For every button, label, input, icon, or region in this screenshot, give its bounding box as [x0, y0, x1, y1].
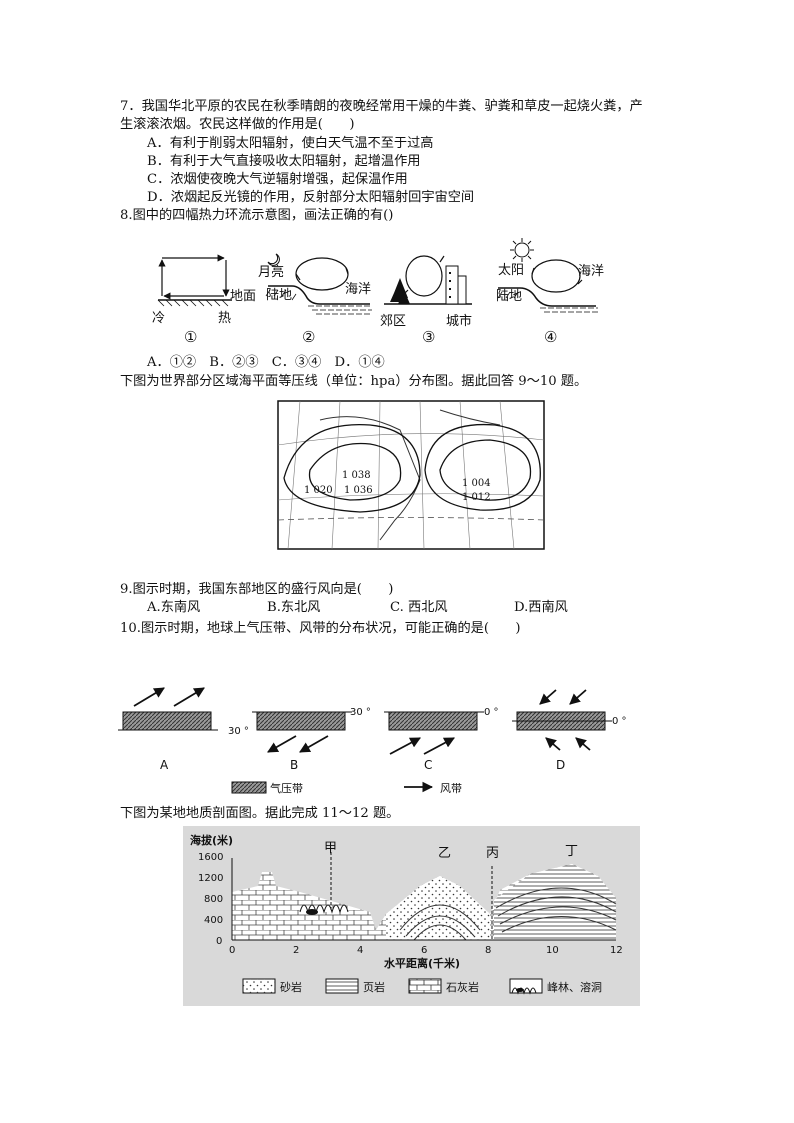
fig2-moon-label: 月亮: [258, 264, 284, 280]
fig2-number: ②: [302, 328, 315, 346]
geo-cross-section: 海拔(米) 1600 1200 800 400 0 0 2 4 6 8 10 1…: [183, 826, 640, 1006]
fig3-city-label: 城市: [446, 313, 472, 329]
fig4-sea-label-top: 海洋: [578, 264, 604, 279]
isobar-label-1004: 1 004: [462, 478, 491, 489]
isobar-label-1020: 1 020: [304, 485, 333, 496]
panel-d-lat: 0 °: [612, 716, 627, 727]
circulation-fig-2: 月亮 陆地 海洋 ②: [258, 253, 372, 346]
geo-ylabel: 海拔(米): [190, 833, 233, 847]
legend-sandstone: 砂岩: [280, 980, 302, 994]
legend-limestone: 石灰岩: [446, 980, 479, 994]
isobar-map: 1 038 1 020 1 036 1 004 1 012: [277, 400, 545, 550]
geo-xtick-12: 12: [610, 945, 623, 956]
q9-option-c: C. 西北风: [390, 600, 448, 615]
geo-xlabel: 水平距离(千米): [384, 956, 460, 970]
q7-option-a: A．有利于削弱太阳辐射，使白天气温不至于过高: [147, 136, 434, 151]
point-bing: 丙: [486, 846, 499, 861]
q10-legend: 气压带 风带: [231, 781, 462, 795]
fig2-land-label: 陆地: [266, 287, 292, 303]
geo-ytick-1600: 1600: [198, 852, 223, 863]
q10-panel-b: 30 ° B: [252, 707, 371, 772]
q10-panel-d: 0 ° D: [512, 689, 627, 772]
panel-a-letter: A: [160, 758, 169, 772]
q10-panel-a: 30 ° A: [118, 687, 249, 772]
panel-d-letter: D: [556, 758, 565, 772]
geo-xtick-0: 0: [229, 945, 235, 956]
fig3-suburb-label: 郊区: [380, 313, 406, 329]
sun-icon: [510, 238, 534, 262]
fig1-hot-label: 热: [218, 311, 231, 326]
fig2-sea-label: 海洋: [345, 282, 371, 297]
q7-stem-line2: 生滚滚浓烟。农民这样做的作用是( ): [120, 117, 355, 132]
q10-stem: 10.图示时期，地球上气压带、风带的分布状况，可能正确的是( ): [120, 621, 521, 636]
q8-options: A．①② B．②③ C．③④ D．①④: [147, 355, 385, 370]
legend-shale: 页岩: [363, 980, 385, 994]
geo-ytick-0: 0: [216, 936, 222, 947]
circulation-fig-1: 地面 冷 热 ①: [152, 254, 256, 346]
geo-xtick-2: 2: [293, 945, 299, 956]
geo-xtick-8: 8: [485, 945, 491, 956]
q7-option-c: C．浓烟使夜晚大气逆辐射增强，起保温作用: [147, 172, 408, 187]
fig3-number: ③: [422, 328, 435, 346]
legend-karst: 峰林、溶洞: [547, 980, 602, 994]
legend-belt-label: 气压带: [270, 781, 303, 795]
panel-c-letter: C: [424, 758, 432, 772]
fig1-cold-label: 冷: [152, 311, 165, 326]
point-yi: 乙: [438, 846, 451, 861]
intro-9-10: 下图为世界部分区域海平面等压线（单位：hpa）分布图。据此回答 9～10 题。: [120, 374, 588, 389]
q7-option-b: B．有利于大气直接吸收太阳辐射，起增温作用: [147, 154, 421, 169]
fig4-land-label: 陆地: [496, 288, 522, 304]
isobar-label-1012: 1 012: [462, 492, 491, 503]
geo-xtick-4: 4: [357, 945, 363, 956]
q7-stem-line1: 7．我国华北平原的农民在秋季晴朗的夜晚经常用干燥的牛粪、驴粪和草皮一起烧火粪，产: [120, 99, 643, 114]
geo-xtick-6: 6: [421, 945, 427, 956]
q10-panel-c: 0 ° C: [384, 707, 499, 772]
q9-option-a: A.东南风: [147, 600, 201, 615]
fig1-number: ①: [184, 328, 197, 346]
moon-icon: [267, 253, 280, 266]
isobar-label-1038: 1 038: [342, 470, 371, 481]
fig1-ground-label: 地面: [230, 289, 256, 304]
circulation-fig-3: 郊区 城市 ③: [380, 255, 472, 346]
panel-b-lat: 30 °: [350, 707, 371, 718]
q9-stem: 9.图示时期，我国东部地区的盛行风向是( ): [120, 582, 394, 597]
panel-c-lat: 0 °: [484, 707, 499, 718]
fig4-sun-label: 太阳: [498, 263, 524, 278]
isobar-label-1036: 1 036: [344, 485, 373, 496]
circulation-fig-4: 太阳 陆地 海洋 ④: [496, 238, 604, 346]
geo-xtick-10: 10: [546, 945, 559, 956]
intro-11-12: 下图为某地地质剖面图。据此完成 11～12 题。: [120, 806, 400, 821]
point-jia: 甲: [324, 841, 337, 856]
geo-ytick-800: 800: [204, 894, 223, 905]
geo-ytick-1200: 1200: [198, 873, 223, 884]
panel-b-letter: B: [290, 758, 298, 772]
legend-wind-label: 风带: [440, 782, 462, 795]
panel-a-lat: 30 °: [228, 726, 249, 737]
q9-option-d: D.西南风: [514, 600, 568, 615]
point-ding: 丁: [565, 844, 578, 859]
q7-option-d: D．浓烟起反光镜的作用，反射部分太阳辐射回宇宙空间: [147, 190, 475, 205]
fig4-number: ④: [544, 328, 557, 346]
q9-option-b: B.东北风: [267, 600, 321, 615]
q8-stem: 8.图中的四幅热力环流示意图，画法正确的有(): [120, 208, 394, 223]
geo-ytick-400: 400: [204, 915, 223, 926]
